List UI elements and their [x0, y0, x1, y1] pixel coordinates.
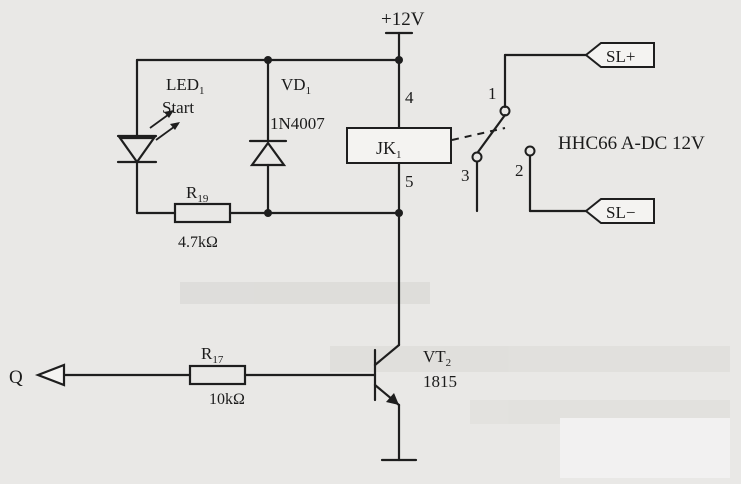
led-label: LED1 — [166, 75, 205, 97]
r17-resistor — [188, 364, 247, 386]
r19-resistor — [173, 202, 232, 224]
transistor-label: VT2 — [423, 347, 451, 369]
led-note: Start — [162, 98, 194, 117]
relay-model: HHC66 A-DC 12V — [558, 133, 705, 154]
diode-label: VD1 — [281, 75, 311, 97]
terminal-sl-plus-label: SL+ — [606, 47, 635, 66]
led-symbol — [116, 110, 180, 164]
supply-label: +12V — [381, 9, 425, 30]
bleed-through-text — [180, 282, 730, 478]
input-arrow-icon — [34, 363, 66, 387]
relay-contacts — [471, 53, 588, 213]
diode-part: 1N4007 — [270, 114, 325, 133]
relay-pin-5: 5 — [405, 172, 414, 191]
relay-mechanical-link — [451, 127, 506, 141]
junction-dot — [264, 209, 272, 217]
contact-no-label: 2 — [515, 161, 524, 180]
contact-nc-label: 3 — [461, 166, 470, 185]
r17-label: R17 — [201, 344, 224, 366]
junction-dot — [395, 56, 403, 64]
transistor-part: 1815 — [423, 372, 457, 391]
relay-pin-4: 4 — [405, 88, 414, 107]
r19-label: R19 — [186, 183, 209, 205]
terminal-sl-minus-label: SL− — [606, 203, 635, 222]
junction-dot — [395, 209, 403, 217]
r19-value: 4.7kΩ — [178, 234, 218, 251]
terminal-sl-minus — [584, 198, 655, 224]
diode-symbol — [248, 139, 288, 167]
contact-common-label: 1 — [488, 84, 497, 103]
relay-coil — [346, 127, 452, 164]
input-label: Q — [9, 367, 23, 388]
relay-label: JK1 — [376, 138, 402, 161]
r17-value: 10kΩ — [209, 391, 245, 408]
terminal-sl-plus — [584, 42, 655, 68]
